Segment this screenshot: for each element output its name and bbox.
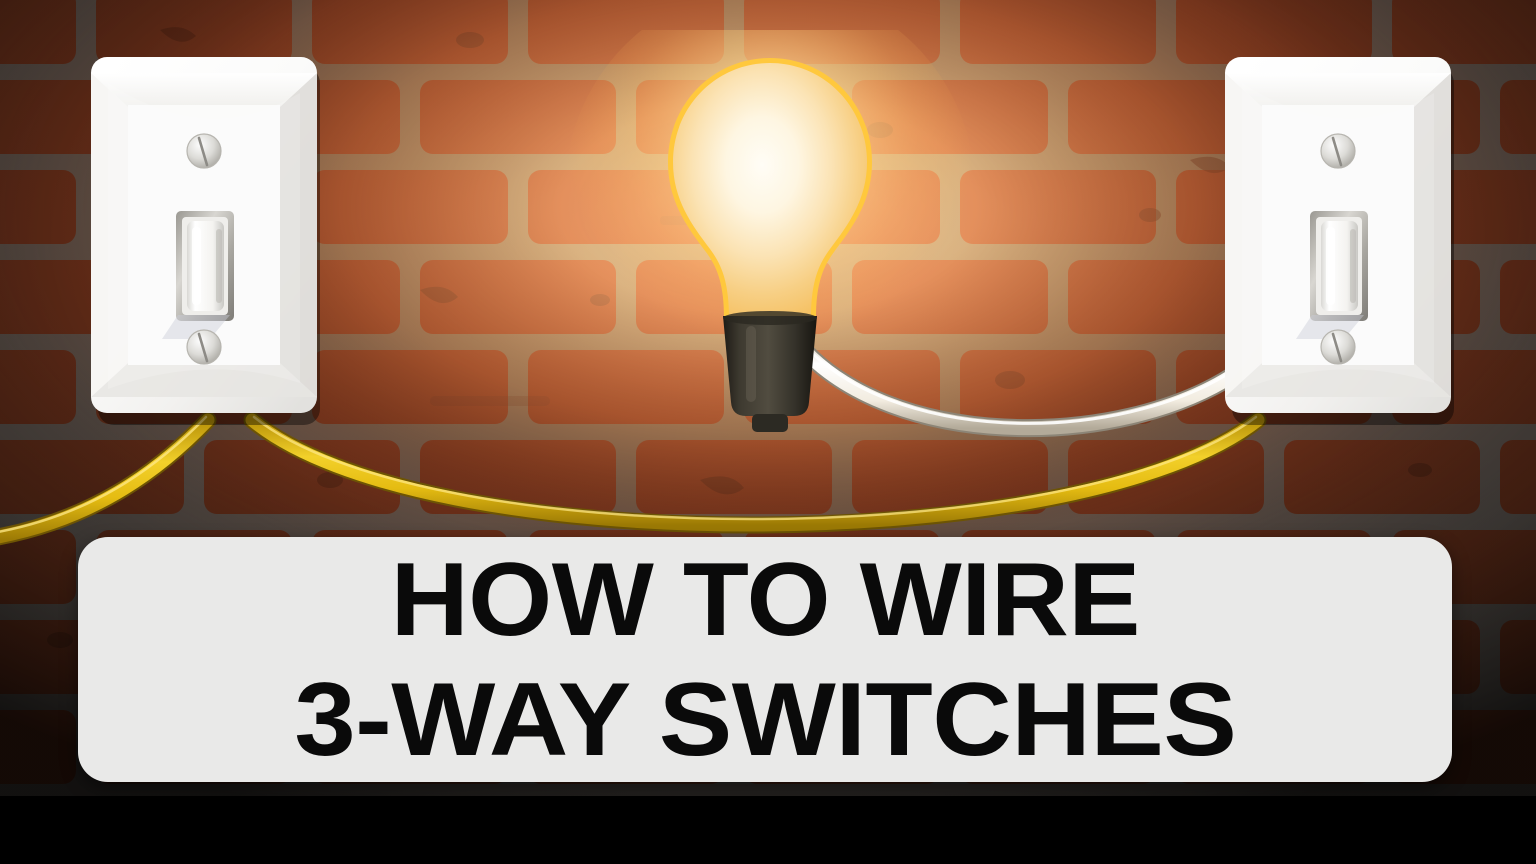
bulb-socket-nub xyxy=(752,414,788,432)
toggle-lever-shade xyxy=(1350,229,1356,303)
bottom-black-bar xyxy=(0,796,1536,864)
light-switch-right-svg xyxy=(1225,57,1454,425)
light-bulb[interactable] xyxy=(560,0,980,455)
toggle-lever-highlight xyxy=(1326,227,1335,305)
plate-screw-bottom xyxy=(186,329,222,365)
wire-yellow-traveler xyxy=(243,411,1267,534)
plate-screw-top xyxy=(1320,133,1356,169)
light-switch-left[interactable] xyxy=(88,53,320,430)
bulb-socket-highlight xyxy=(746,326,756,402)
title-line-1: HOW TO WIRE xyxy=(390,541,1140,658)
plate-bevel-top xyxy=(1225,73,1451,107)
plate-screw-bottom xyxy=(1320,329,1356,365)
plate-bevel-right xyxy=(1414,73,1451,397)
toggle-lever-highlight xyxy=(192,227,201,305)
plate-bevel-bottom xyxy=(91,363,317,397)
wire-yellow-left xyxy=(0,411,217,546)
bulb-glass xyxy=(673,63,867,318)
plate-screw-top xyxy=(186,133,222,169)
plate-bevel-left xyxy=(91,73,128,397)
bulb-socket-collar xyxy=(723,311,817,325)
title-card: HOW TO WIRE 3-WAY SWITCHES xyxy=(78,537,1452,782)
light-switch-right[interactable] xyxy=(1222,53,1454,430)
toggle-lever-shade xyxy=(216,229,222,303)
plate-bevel-bottom xyxy=(1225,363,1451,397)
plate-bevel-top xyxy=(91,73,317,107)
plate-bevel-right xyxy=(280,73,317,397)
light-switch-left-svg xyxy=(91,57,320,425)
light-bulb-svg xyxy=(565,0,975,432)
title-line-2: 3-WAY SWITCHES xyxy=(293,661,1237,778)
plate-bevel-left xyxy=(1225,73,1262,397)
bulb-socket xyxy=(723,316,817,416)
